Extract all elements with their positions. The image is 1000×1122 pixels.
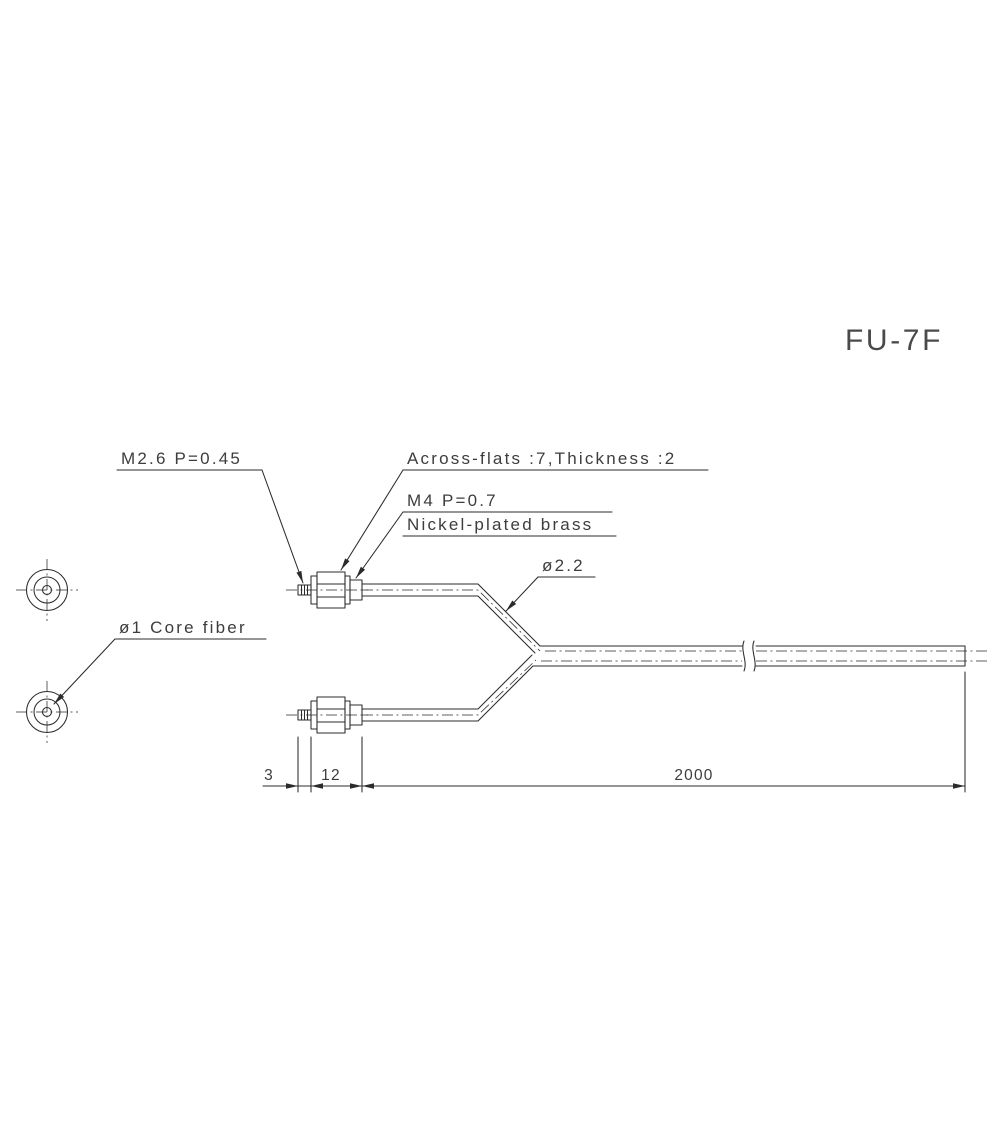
callout-thread-tip: M2.6 P=0.45	[116, 449, 304, 584]
dimension-tip-length: 3	[264, 767, 274, 784]
arrowhead	[953, 783, 965, 789]
label-cable-diameter: ø2.2	[542, 556, 585, 575]
upper-cable	[361, 583, 541, 654]
lower-cable-centerline	[362, 659, 537, 716]
leader-thread-body	[355, 511, 404, 579]
upper-cable-centerline	[362, 589, 541, 652]
leader-across-flats	[340, 469, 404, 571]
label-across-flats: Across-flats :7,Thickness :2	[407, 449, 676, 468]
arrowhead	[350, 783, 362, 789]
lower-cable-top-line	[361, 654, 533, 710]
dimensions: 3 12 2000	[262, 671, 966, 793]
title-block: FU-7F	[845, 324, 943, 357]
end-view-lower	[16, 681, 78, 743]
break-line-right	[752, 640, 756, 672]
lower-connector	[285, 696, 369, 734]
upper-cable-top-line	[361, 583, 541, 647]
label-thread-tip: M2.6 P=0.45	[121, 449, 242, 468]
lower-cable-bottom-line	[361, 665, 534, 722]
arrowhead	[286, 783, 298, 789]
upper-connector	[285, 571, 369, 609]
dimension-body-length: 12	[321, 767, 341, 784]
leader-core-fiber	[53, 638, 116, 705]
leader-thread-tip	[261, 469, 304, 584]
label-thread-body: M4 P=0.7	[407, 491, 498, 510]
callout-core-fiber: ø1 Core fiber	[53, 618, 267, 705]
arrowhead	[311, 783, 323, 789]
callout-across-flats: Across-flats :7,Thickness :2	[340, 449, 709, 571]
leader-cable-diameter	[505, 576, 539, 612]
dimension-cable-length: 2000	[674, 767, 713, 784]
merged-cable	[532, 640, 987, 672]
break-line-left	[742, 640, 746, 672]
lower-cable	[361, 654, 537, 722]
arrowhead	[362, 783, 374, 789]
upper-cable-bottom-line	[361, 595, 536, 654]
end-view-upper	[16, 559, 78, 621]
callout-cable-diameter: ø2.2	[505, 556, 596, 612]
label-core-fiber: ø1 Core fiber	[119, 618, 247, 637]
page-title: FU-7F	[845, 324, 943, 357]
label-material: Nickel-plated brass	[407, 515, 593, 534]
callout-thread-body: M4 P=0.7 Nickel-plated brass	[355, 491, 617, 579]
cable-break-symbol	[742, 640, 756, 672]
